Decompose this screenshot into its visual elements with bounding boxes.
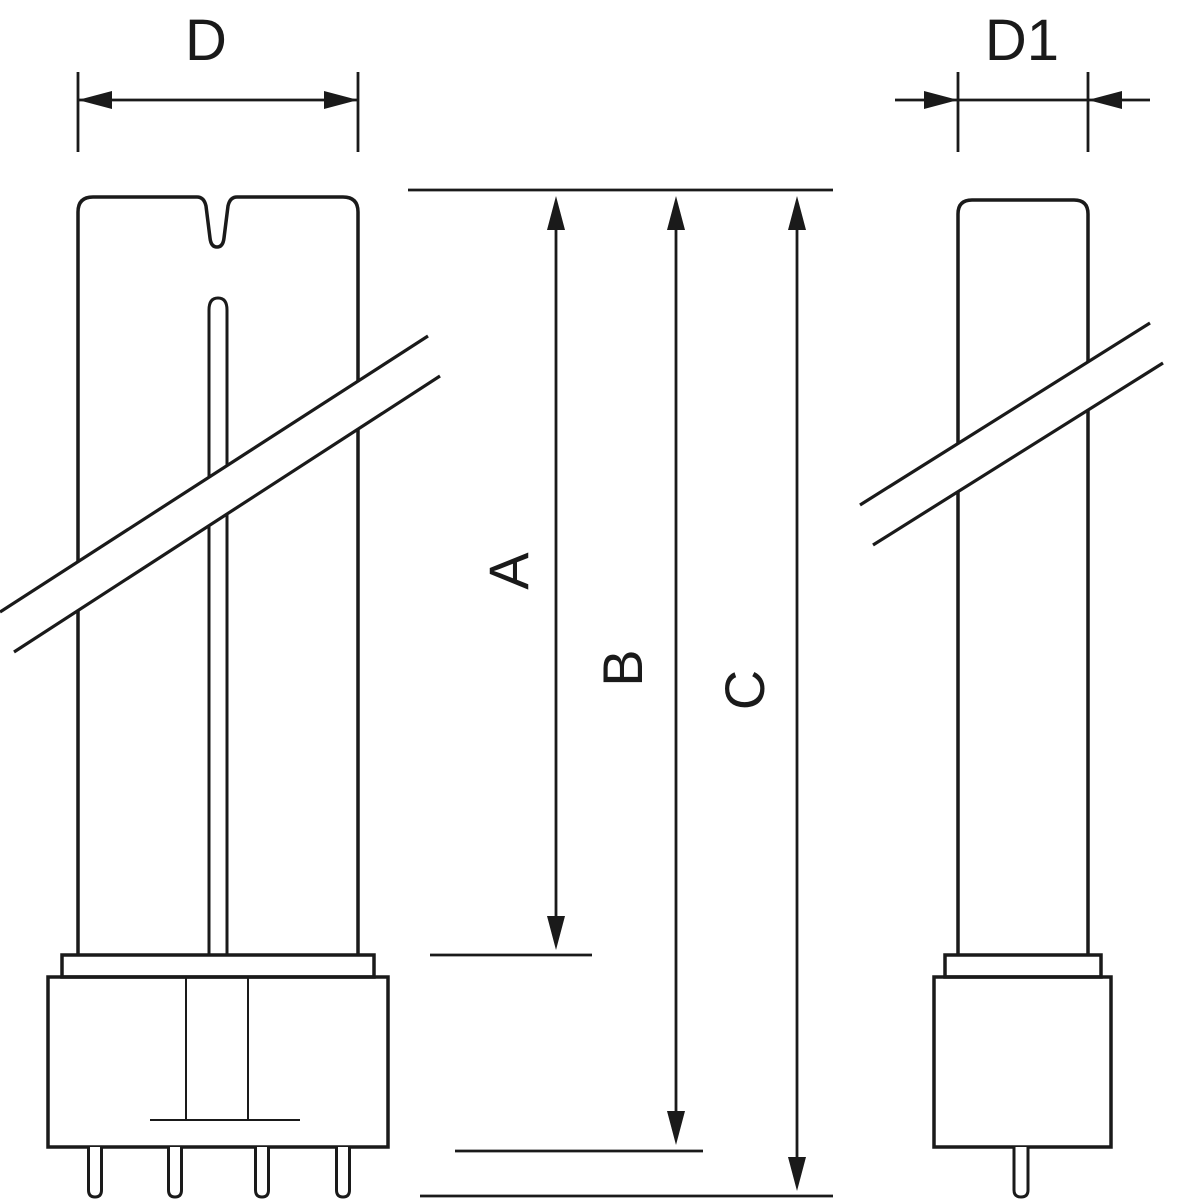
dimension-d-label: D xyxy=(185,8,227,73)
dimension-c: C xyxy=(420,196,833,1198)
side-break-line-upper xyxy=(859,321,1151,507)
dimension-c-label: C xyxy=(713,670,776,710)
front-break-line-lower xyxy=(13,374,441,654)
front-view-lamp xyxy=(0,195,441,1199)
dimension-a: A xyxy=(430,196,592,957)
dimension-b-arrow-down xyxy=(667,1111,685,1145)
side-view-lamp xyxy=(859,198,1164,1199)
dimension-a-arrow-down xyxy=(547,916,565,950)
side-break-line-lower xyxy=(872,361,1164,547)
dimension-b-arrow-up xyxy=(667,196,685,230)
front-pin-1 xyxy=(87,1147,103,1199)
dimension-c-arrow-up xyxy=(788,196,806,230)
front-base-cap xyxy=(46,975,390,1149)
dimension-d-arrow-right xyxy=(324,91,358,109)
front-tube-slit xyxy=(207,296,229,955)
front-pin-4 xyxy=(335,1147,351,1199)
dimension-b-label: B xyxy=(591,649,654,686)
dimension-a-label: A xyxy=(477,552,540,590)
dimension-b: B xyxy=(455,196,703,1153)
front-break-line-upper xyxy=(0,334,429,614)
side-break-gap xyxy=(860,323,1163,545)
dimension-d1-label: D1 xyxy=(985,8,1059,73)
front-tube-outline xyxy=(76,195,360,955)
dimension-d: D xyxy=(76,8,360,152)
dimension-d1: D1 xyxy=(895,8,1150,152)
side-pin xyxy=(1012,1147,1030,1199)
dimension-d1-arrow-right xyxy=(1088,91,1122,109)
side-base-cap xyxy=(932,975,1113,1149)
front-pin-3 xyxy=(254,1147,270,1199)
dimension-a-arrow-up xyxy=(547,196,565,230)
dimension-d1-arrow-left xyxy=(924,91,958,109)
side-base-collar xyxy=(943,953,1103,979)
front-break-gap xyxy=(0,336,440,652)
side-tube-outline xyxy=(956,198,1090,955)
front-base-collar xyxy=(60,953,376,979)
dimension-c-arrow-down xyxy=(788,1157,806,1191)
front-pin-2 xyxy=(167,1147,183,1199)
dimension-d-arrow-left xyxy=(78,91,112,109)
vertical-dimensions: A B C xyxy=(408,188,833,1198)
